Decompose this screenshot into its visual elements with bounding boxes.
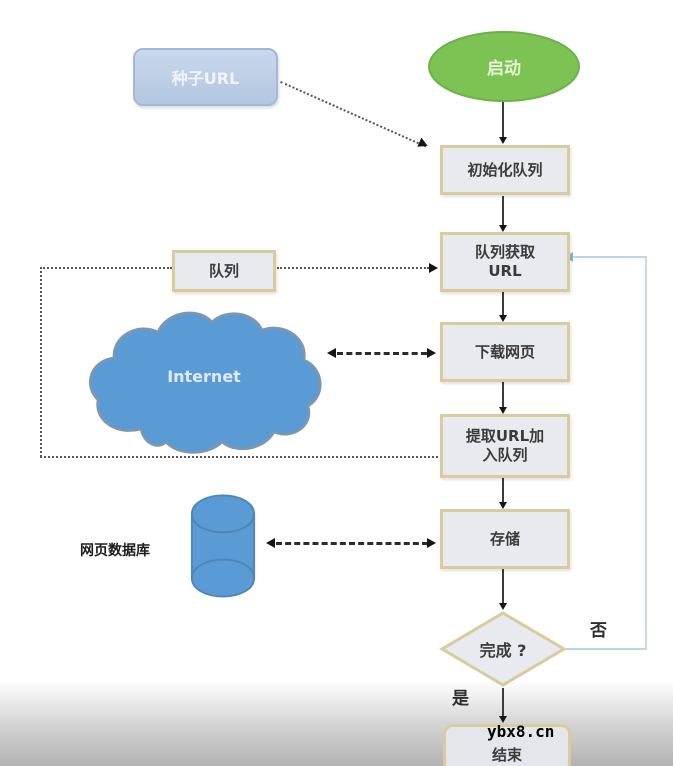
connector-download-extract <box>502 382 504 409</box>
database-label: 网页数据库 <box>80 543 150 559</box>
loop-line-vertical <box>645 256 647 650</box>
connector-geturl-download <box>502 292 504 317</box>
cloud-icon <box>88 311 322 454</box>
node-seed-url: 种子URL <box>133 48 278 106</box>
connector-init-geturl <box>502 196 504 227</box>
node-store: 存储 <box>440 509 570 569</box>
connector-start-init-arrowhead <box>499 137 507 144</box>
branch-no-label: 否 <box>590 621 607 641</box>
connector-decision-end <box>502 688 504 719</box>
node-init-queue-label: 初始化队列 <box>467 160 543 179</box>
node-seed-url-label: 种子URL <box>171 69 240 88</box>
seed-dotted-line <box>280 81 427 148</box>
queue-dotted-line-right <box>277 267 429 269</box>
internet-arrowhead <box>327 348 336 358</box>
connector-init-geturl-arrowhead <box>499 225 507 232</box>
node-decision: 完成 ? <box>439 610 567 688</box>
node-queue-label: 队列 <box>208 261 239 280</box>
internet-label: Internet <box>167 367 241 386</box>
connector-store-decision-arrowhead <box>499 603 507 610</box>
loop-line-bottom <box>566 648 647 650</box>
queue-dotted-line-vertical <box>40 267 42 457</box>
connector-store-decision <box>502 569 504 606</box>
connector-extract-store <box>502 478 504 504</box>
bottom-gradient <box>0 680 673 766</box>
node-extract-url-label: 提取URL加入队列 <box>465 427 545 464</box>
seed-arrowhead <box>417 137 430 151</box>
loop-line-top <box>572 256 646 258</box>
store-arrowhead <box>427 538 436 548</box>
node-get-url-label: 队列获取URL <box>474 243 535 280</box>
node-extract-url: 提取URL加入队列 <box>440 414 570 478</box>
connector-extract-store-arrowhead <box>499 502 507 509</box>
node-end: 结束 <box>443 724 571 766</box>
node-end-label: 结束 <box>491 746 522 764</box>
internet-download-dashed-line <box>337 352 427 355</box>
node-start-label: 启动 <box>487 59 521 79</box>
node-store-label: 存储 <box>489 529 520 548</box>
node-decision-label: 完成 ? <box>479 641 527 660</box>
database-icon <box>190 494 256 598</box>
database-store-dashed-line <box>276 542 428 545</box>
extract-dotted-line-bottom <box>40 456 438 458</box>
connector-decision-end-arrowhead <box>499 716 507 723</box>
connector-start-init <box>502 102 504 140</box>
database-arrowhead <box>266 538 275 548</box>
connector-download-extract-arrowhead <box>499 407 507 414</box>
node-download-label: 下载网页 <box>474 342 535 361</box>
node-queue: 队列 <box>172 250 276 292</box>
node-init-queue: 初始化队列 <box>440 145 570 195</box>
branch-yes-label: 是 <box>452 689 469 709</box>
node-start: 启动 <box>428 31 580 102</box>
queue-to-geturl-arrowhead <box>429 263 438 273</box>
download-arrowhead <box>427 348 436 358</box>
node-download: 下载网页 <box>440 322 570 382</box>
queue-dotted-line-left <box>40 267 172 269</box>
node-get-url: 队列获取URL <box>440 232 570 292</box>
connector-geturl-download-arrowhead <box>499 315 507 322</box>
internet-cloud-shape <box>84 302 324 458</box>
watermark-text: ybx8.cn <box>487 722 555 741</box>
database-cylinder-shape <box>188 492 258 600</box>
